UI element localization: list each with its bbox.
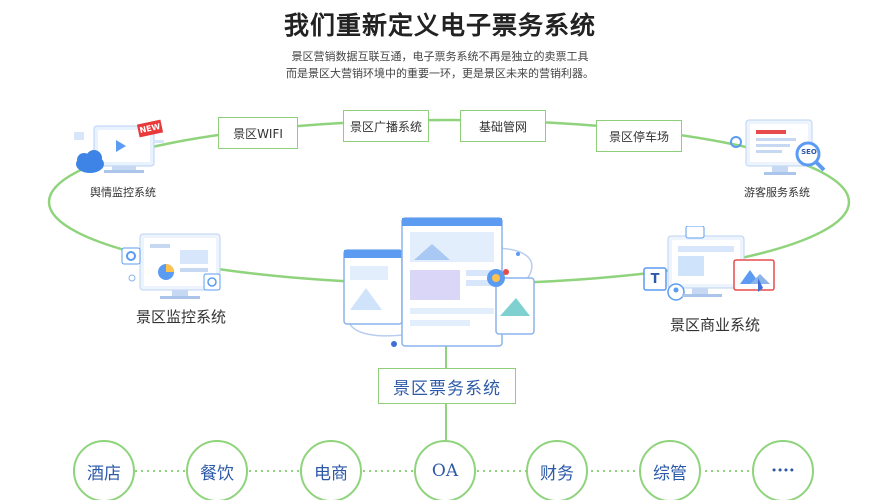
seo-badge: SEO: [801, 148, 817, 156]
module-catering: 餐饮: [186, 440, 248, 500]
module-oa: OA: [414, 440, 476, 500]
module-hotel: 酒店: [73, 440, 135, 500]
central-platform-illustration: [343, 217, 535, 347]
tag-broadcast: 景区广播系统: [343, 110, 429, 142]
tag-parking: 景区停车场: [596, 120, 682, 152]
text-t-icon: T: [650, 271, 660, 287]
tag-pipeline: 基础管网: [460, 110, 546, 142]
label-commerce: 景区商业系统: [670, 316, 761, 334]
ticketing-system-box: 景区票务系统: [378, 368, 516, 404]
tag-wifi: 景区WIFI: [218, 117, 298, 149]
page-title: 我们重新定义电子票务系统: [283, 11, 596, 40]
module-finance: 财务: [526, 440, 588, 500]
module-more: ····: [752, 440, 814, 500]
commerce-screens-icon: [643, 226, 775, 301]
label-visitor-service: 游客服务系统: [744, 186, 810, 199]
subtitle-line-1: 景区营销数据互联互通，电子票务系统不再是独立的卖票工具: [291, 50, 589, 63]
seo-magnifier-icon: [730, 119, 826, 175]
label-monitoring: 景区监控系统: [136, 308, 227, 326]
module-management: 综管: [639, 440, 701, 500]
module-ecommerce: 电商: [300, 440, 362, 500]
label-public-opinion: 舆情监控系统: [90, 186, 156, 199]
subtitle-line-2: 而是景区大营销环境中的重要一环，更是景区未来的营销利器。: [286, 67, 594, 80]
dashboard-monitor-icon: [121, 233, 221, 299]
